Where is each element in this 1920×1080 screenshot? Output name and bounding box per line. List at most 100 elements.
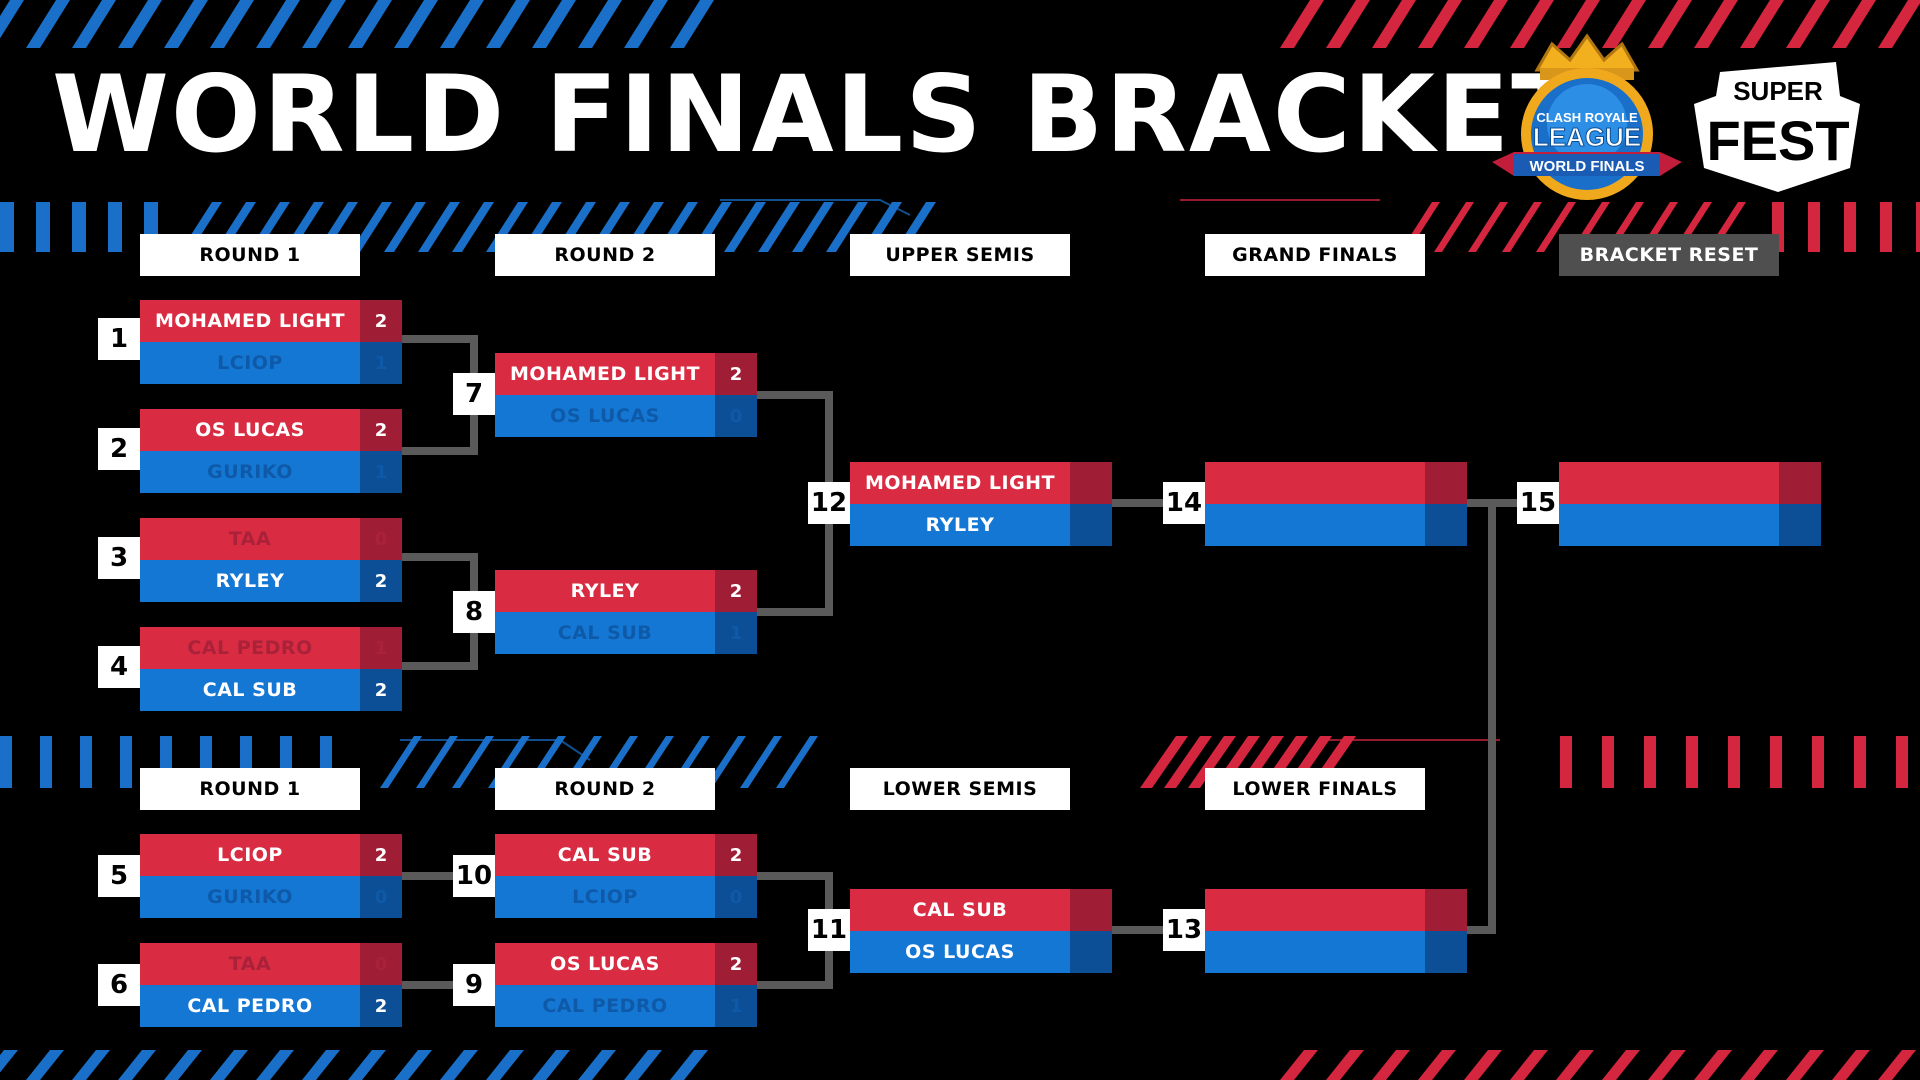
team-score: 2 [360,560,402,602]
stripe [1878,1050,1916,1080]
stripe [624,0,668,48]
team-name: TAA [228,528,272,550]
team-name: GURIKO [207,461,293,483]
stripe [578,0,622,48]
team-name: MOHAMED LIGHT [509,363,701,385]
stripe [724,202,766,252]
match-5-top-team: LCIOP 2 [140,834,402,876]
match-12[interactable]: MOHAMED LIGHT RYLEY [850,462,1112,546]
stripe [1832,1050,1870,1080]
stripe [36,202,50,252]
stripe [452,736,494,788]
stripe [0,0,24,39]
svg-text:CLASH ROYALE: CLASH ROYALE [1536,110,1638,125]
team-name: RYLEY [925,514,995,536]
match-2-top-team: OS LUCAS 2 [140,409,402,451]
match-10[interactable]: CAL SUB 2 LCIOP 0 [495,834,757,918]
stripe [0,1050,18,1073]
team-score [1425,931,1467,973]
team-name: MOHAMED LIGHT [154,310,346,332]
team-name: CAL SUB [912,899,1008,921]
match-11[interactable]: CAL SUB OS LUCAS [850,889,1112,973]
stripe [416,736,458,788]
match-15[interactable] [1559,462,1821,546]
team-name: LCIOP [217,844,283,866]
stripe [624,1050,662,1080]
match-8-top-team: RYLEY 2 [495,570,757,612]
stripe [1648,1050,1686,1080]
stripe [0,202,14,252]
team-score [1779,462,1821,504]
match-number-10: 10 [453,855,495,897]
team-score: 1 [715,985,757,1027]
team-name [1559,462,1779,504]
team-name: OS LUCAS [905,941,1015,963]
team-name: CAL SUB [557,844,653,866]
match-8-bottom-team: CAL SUB 1 [495,612,757,654]
superfest-logo: SUPER FEST [1694,62,1860,192]
team-score: 1 [360,451,402,493]
stripe [1648,0,1692,48]
match-6[interactable]: TAA 0 CAL PEDRO 2 [140,943,402,1027]
stripe [452,202,494,252]
match-1[interactable]: MOHAMED LIGHT 2 LCIOP 1 [140,300,402,384]
stripe [1464,0,1508,48]
team-name [1205,504,1425,546]
stripe [1770,736,1782,788]
stripe [348,0,392,48]
match-number-9: 9 [453,964,495,1006]
match-15-bottom-team [1559,504,1821,546]
team-name: CAL SUB [202,679,298,701]
team-score [1425,889,1467,931]
page-title: WORLD FINALS BRACKET [52,53,1586,176]
stripe [1372,1050,1410,1080]
stripe [1280,0,1324,48]
match-14[interactable] [1205,462,1467,546]
match-4-bottom-team: CAL SUB 2 [140,669,402,711]
team-score: 1 [715,612,757,654]
match-3-bottom-team: RYLEY 2 [140,560,402,602]
stripe [1916,202,1920,252]
stripe [1786,1050,1824,1080]
header-lower-semis: LOWER SEMIS [850,768,1070,810]
stripe [72,1050,110,1080]
match-13[interactable] [1205,889,1467,973]
team-score: 2 [715,834,757,876]
team-score [1070,931,1112,973]
stripe [1188,736,1236,788]
team-score: 2 [715,353,757,395]
stripe [1854,736,1866,788]
match-number-11: 11 [808,909,850,951]
match-9[interactable]: OS LUCAS 2 CAL PEDRO 1 [495,943,757,1027]
match-number-13: 13 [1163,909,1205,951]
match-2[interactable]: OS LUCAS 2 GURIKO 1 [140,409,402,493]
stripe [394,1050,432,1080]
match-8[interactable]: RYLEY 2 CAL SUB 1 [495,570,757,654]
stripe [826,202,868,252]
match-5[interactable]: LCIOP 2 GURIKO 0 [140,834,402,918]
stripe [40,736,52,788]
stripe [1556,1050,1594,1080]
match-number-4: 4 [98,646,140,688]
team-name: RYLEY [215,570,285,592]
stripe [1536,202,1576,252]
team-score: 0 [715,876,757,918]
match-12-top-team: MOHAMED LIGHT [850,462,1112,504]
team-score [1425,504,1467,546]
match-10-bottom-team: LCIOP 0 [495,876,757,918]
match-7[interactable]: MOHAMED LIGHT 2 OS LUCAS 0 [495,353,757,437]
match-number-8: 8 [453,591,495,633]
team-name: OS LUCAS [550,953,660,975]
stripe [26,1050,64,1080]
match-4[interactable]: CAL PEDRO 1 CAL SUB 2 [140,627,402,711]
stripe [350,202,392,252]
match-6-bottom-team: CAL PEDRO 2 [140,985,402,1027]
stripe [380,736,422,788]
match-3[interactable]: TAA 0 RYLEY 2 [140,518,402,602]
stripe [210,0,254,48]
stripe [670,1050,708,1080]
stripe [1832,0,1876,48]
team-name: CAL PEDRO [542,995,668,1017]
stripe [256,0,300,48]
match-7-bottom-team: OS LUCAS 0 [495,395,757,437]
